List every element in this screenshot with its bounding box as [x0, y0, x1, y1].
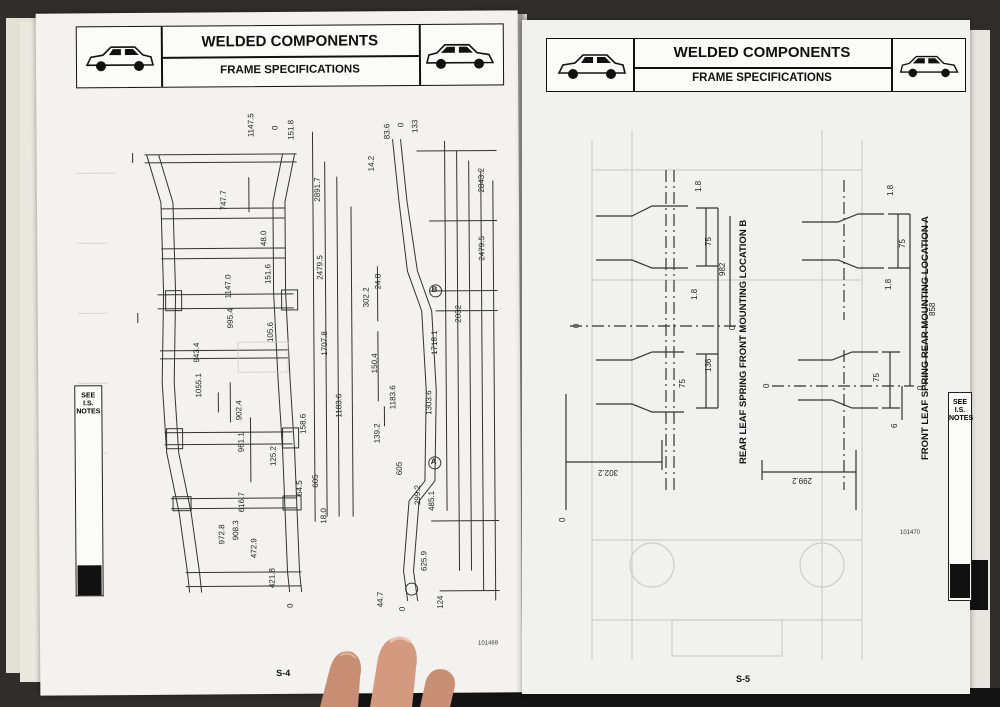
right-header-box: WELDED COMPONENTS FRAME SPECIFICATIONS — [546, 38, 966, 92]
dim-label: 902.4 — [234, 400, 244, 421]
dim-label: 908.3 — [231, 520, 241, 541]
dim-label: 158.6 — [298, 413, 308, 434]
dim-label: 1.8 — [886, 184, 895, 196]
dim-label: 75 — [872, 373, 881, 382]
dim-label: 2479.5 — [315, 255, 325, 280]
dim-label: 605 — [310, 474, 320, 488]
dim-label: 616.7 — [236, 492, 247, 513]
dim-label: 1183.6 — [388, 385, 398, 410]
right-header-subtitle: FRAME SPECIFICATIONS — [692, 72, 832, 84]
dim-label: 133 — [410, 119, 420, 134]
dim-label: 995.4 — [225, 308, 235, 329]
dim-label: 151.6 — [263, 264, 273, 285]
dim-label: 83.6 — [382, 123, 392, 140]
dim-label: 48.0 — [259, 230, 269, 247]
dim-label: 943.4 — [191, 342, 202, 363]
dim-label: 961.1 — [236, 432, 246, 453]
dim-label: 1.8 — [694, 180, 703, 192]
dim-label: 75 — [898, 239, 907, 248]
dim-label: 982 — [718, 262, 727, 276]
dim-label: 24.8 — [373, 273, 383, 290]
dim-label: 1.8 — [884, 278, 893, 290]
frame-plan-drawing — [76, 131, 500, 602]
dim-label: 44.7 — [375, 591, 385, 608]
right-page: WELDED COMPONENTS FRAME SPECIFICATIONS — [522, 20, 973, 694]
dim-label: 1718.1 — [429, 330, 440, 355]
dim-label: 6 — [890, 423, 899, 428]
callout-b: B — [431, 284, 438, 294]
caption-location-b: REAR LEAF SPRING FRONT MOUNTING LOCATION… — [738, 219, 749, 464]
right-header-title: WELDED COMPONENTS — [673, 44, 851, 61]
dim-label: 472.9 — [249, 538, 259, 559]
page-number: S-4 — [276, 667, 291, 679]
dim-label: 2479.5 — [477, 236, 487, 261]
dim-label: 302.2 — [361, 287, 371, 308]
dim-label: 2891.7 — [312, 177, 322, 202]
dim-label: 605 — [394, 461, 404, 476]
spring-mount-drawing — [565, 130, 927, 660]
dim-label: 151.8 — [286, 119, 296, 140]
dim-label: 2032 — [453, 304, 463, 323]
dim-label: 299.2 — [792, 476, 813, 485]
dim-label: 972.8 — [217, 524, 227, 545]
black-index-tab — [77, 565, 102, 596]
dim-label: 64.5 — [294, 480, 304, 496]
black-index-tab — [950, 564, 970, 598]
dim-label: 1055.1 — [194, 373, 204, 398]
dim-label: 0 — [728, 325, 737, 330]
dim-label: 124 — [435, 595, 445, 609]
dim-label: 299.2 — [412, 484, 423, 506]
dim-label: 1707.8 — [319, 331, 330, 356]
dim-label: 150.4 — [370, 353, 380, 374]
dim-label: 747.7 — [218, 190, 229, 211]
dim-label: 1147.0 — [223, 274, 233, 299]
dim-label: 1147.5 — [246, 113, 256, 138]
page-number: S-5 — [736, 674, 751, 684]
see-notes-tab: SEE I.S. NOTES — [74, 385, 103, 468]
dim-label: 0 — [762, 383, 771, 388]
dim-label: 75 — [678, 379, 687, 388]
car-icon — [425, 43, 495, 69]
hand-photo-element — [320, 636, 455, 707]
dim-label: 0 — [397, 606, 407, 612]
car-icon — [557, 54, 627, 79]
dim-label: 625.9 — [419, 550, 429, 572]
dim-label: 105.6 — [265, 321, 275, 343]
dim-label: 18.0 — [319, 508, 329, 524]
dim-label: 1303.6 — [424, 390, 434, 415]
dim-label: 75 — [704, 237, 713, 246]
dim-label: 0 — [558, 517, 567, 522]
dim-label: 485.1 — [426, 490, 437, 511]
dim-label: 1183.6 — [334, 393, 344, 418]
see-notes-tab: SEE I.S. NOTES — [948, 392, 973, 466]
left-page: WELDED COMPONENTS FRAME SPECIFICATIONS — [35, 10, 523, 696]
dim-label: 0 — [572, 323, 581, 328]
car-icon — [899, 55, 959, 78]
dim-label: 421.8 — [267, 567, 277, 589]
serial-number: 101470 — [900, 530, 921, 536]
dim-label: 0 — [285, 603, 295, 608]
car-icon — [85, 46, 155, 72]
caption-location-a: FRONT LEAF SPRING REAR MOUNTING LOCATION… — [920, 216, 931, 460]
dim-label: 0 — [396, 122, 406, 128]
dim-label: 136 — [704, 358, 713, 372]
dim-label: 139.2 — [372, 423, 382, 444]
dim-label: 302.2 — [598, 468, 619, 477]
callout-a: A — [430, 456, 437, 466]
left-header-box: WELDED COMPONENTS FRAME SPECIFICATIONS — [75, 23, 505, 89]
dim-label: 2843.2 — [476, 168, 486, 193]
dim-label: 125.2 — [268, 445, 278, 467]
dim-label: 1.8 — [690, 288, 699, 300]
dim-label: 0 — [270, 125, 280, 131]
dim-label: 14.2 — [366, 155, 376, 172]
